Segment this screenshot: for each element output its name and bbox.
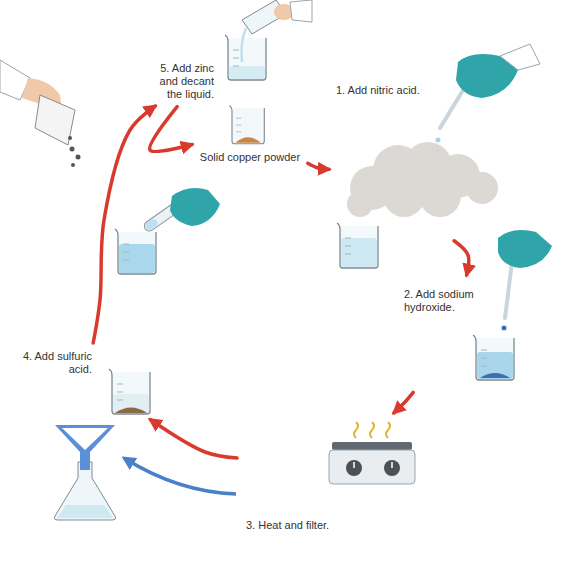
beaker-part [473, 335, 514, 380]
step-station: 4. Add sulfuric acid. [12, 346, 162, 418]
step-station: 3. Heat and filter. [240, 415, 420, 536]
step-station: 1. Add nitric acid. [332, 82, 452, 272]
smoke [347, 142, 498, 217]
glove-dropper-part [498, 230, 552, 268]
beaker-part [115, 229, 156, 274]
beaker [229, 105, 264, 143]
test-tube-part [170, 188, 220, 226]
glove-dropper-part [505, 262, 512, 318]
step-label: 3. Heat and filter. [246, 519, 329, 532]
heat-waves-part [354, 422, 358, 438]
step-station: 2. Add sodium hydroxide. [400, 278, 525, 390]
zinc-hand-part [71, 163, 75, 167]
beaker-part [123, 244, 129, 260]
beaker-part [476, 338, 514, 380]
beaker-part [229, 105, 264, 143]
beaker-part [480, 373, 510, 378]
smoke-part [383, 175, 425, 217]
glove-dropper [498, 230, 552, 331]
beaker [115, 229, 156, 274]
beaker-part [340, 226, 378, 268]
beaker-part [337, 223, 378, 268]
beaker-part [119, 244, 155, 273]
test-tube-part-part [144, 218, 159, 232]
beaker-part [112, 372, 150, 414]
heat-waves-part [386, 422, 390, 438]
zinc-hand-part [76, 155, 81, 160]
filter-flask-part [62, 428, 108, 450]
filter-flask-part [57, 505, 113, 518]
hot-plate-part [332, 442, 412, 450]
step-station: Solid copper powder [195, 108, 305, 166]
filter-flask-part [54, 462, 115, 520]
zinc-hand-part [70, 147, 75, 152]
pouring-hand-part [242, 28, 247, 62]
hot-plate-part [329, 450, 415, 484]
filter-flask-part [55, 425, 115, 470]
flow-arrow [124, 458, 236, 494]
beaker-part [345, 238, 351, 254]
smoke-part [347, 191, 373, 217]
cycle-arrow [308, 163, 329, 169]
cycle-arrow [394, 392, 413, 413]
zinc-hand [0, 60, 81, 167]
beaker-part [235, 137, 261, 143]
pouring-hand [242, 0, 313, 62]
step-station: 5. Add zinc and decant the liquid. [150, 4, 270, 104]
beaker-part [233, 50, 239, 66]
beaker-part [232, 108, 264, 144]
cycle-arrow [150, 107, 192, 152]
beaker-part [341, 238, 377, 267]
beaker-part [481, 350, 487, 366]
smoke-part [466, 172, 498, 204]
glove-dropper-part [502, 326, 507, 331]
beaker [225, 35, 266, 80]
hot-plate-part [354, 462, 392, 468]
beaker-part [113, 394, 149, 413]
glove-dropper-part [436, 138, 441, 143]
glove-dropper-part [500, 44, 540, 70]
beaker [337, 223, 378, 268]
step-label: 4. Add sulfuric acid. [16, 350, 92, 376]
test-tube [142, 188, 220, 233]
beaker-part [236, 118, 241, 132]
beaker [109, 369, 150, 414]
filter-flask [54, 425, 115, 520]
hot-plate [329, 442, 415, 484]
beaker [473, 335, 514, 380]
cycle-arrow [150, 420, 237, 458]
heat-waves [354, 422, 390, 438]
beaker-part [109, 369, 150, 414]
cycle-arrow [454, 241, 469, 275]
beaker-part [117, 384, 123, 400]
step-label: 1. Add nitric acid. [336, 84, 420, 97]
step-label: 5. Add zinc and decant the liquid. [152, 62, 214, 101]
beaker-part [118, 232, 156, 274]
step-label: 2. Add sodium hydroxide. [404, 288, 486, 314]
zinc-hand-part [68, 136, 72, 140]
heat-waves-part [370, 422, 374, 438]
step-label: Solid copper powder [200, 151, 300, 164]
cycle-arrow [93, 106, 155, 343]
glove-dropper [435, 44, 540, 153]
beaker-part [115, 408, 147, 414]
pouring-hand-part [290, 0, 312, 22]
smoke-part [419, 175, 461, 217]
beaker-part [225, 35, 266, 80]
beaker-part [229, 66, 265, 79]
zinc-hand-part [35, 95, 75, 145]
beaker-part [228, 38, 266, 80]
